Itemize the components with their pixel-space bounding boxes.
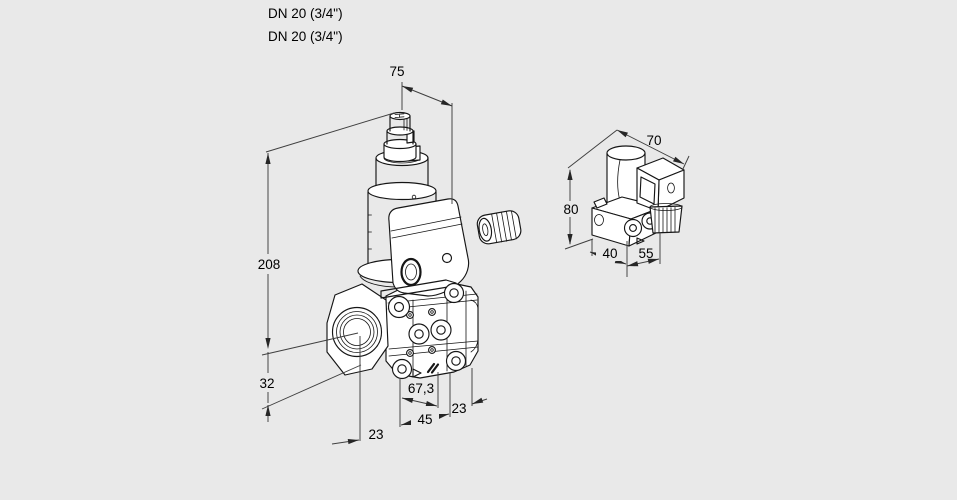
dim-width-top-label: 75: [389, 64, 404, 79]
side-valve-drawing: [591, 145, 685, 247]
type-hatch-mark: [426, 362, 440, 374]
main-valve-dimensions: 75 208 32 23 67,3 45 23: [252, 64, 488, 445]
side-dim-height-label: 80: [563, 202, 578, 217]
dim-length-mid-label: 45: [417, 412, 432, 427]
flow-direction-triangle: [412, 368, 422, 378]
terminal-box: [388, 198, 470, 297]
side-dim-depth-front-label: 40: [602, 246, 617, 261]
side-gland-nut: [649, 203, 683, 234]
side-flow-triangle: [636, 237, 645, 245]
box-screw: [441, 252, 453, 264]
dim-height-total-label: 208: [258, 257, 281, 272]
dn-size-label-2: DN 20 (3/4"): [268, 29, 343, 44]
rail-clip: [593, 197, 608, 209]
adjuster-stem: [383, 111, 421, 163]
dn-size-label-1: DN 20 (3/4"): [268, 6, 343, 21]
main-valve-drawing: [326, 111, 522, 380]
port-size-labels: DN 20 (3/4") DN 20 (3/4"): [268, 6, 343, 44]
cable-gland: [476, 210, 522, 245]
dim-offset-right-label: 23: [451, 401, 466, 416]
dim-height-axis-label: 32: [259, 376, 274, 391]
flow-adjusters: [408, 319, 452, 345]
corner-bolts: [391, 350, 467, 380]
side-valve-dimensions: 70 80 40 55: [557, 129, 690, 277]
side-connector-box: [636, 157, 685, 212]
mounting-bracket: [380, 279, 465, 319]
side-dim-depth-side-label: 55: [638, 246, 653, 261]
side-port: [594, 214, 604, 226]
side-dim-width-top-label: 70: [646, 133, 661, 148]
dim-body-width-label: 67,3: [408, 381, 434, 396]
body-screws: [406, 308, 436, 357]
dim-offset-left-label: 23: [368, 427, 383, 442]
sight-glass: [400, 257, 422, 287]
pipe-flange-hex: [326, 283, 389, 376]
